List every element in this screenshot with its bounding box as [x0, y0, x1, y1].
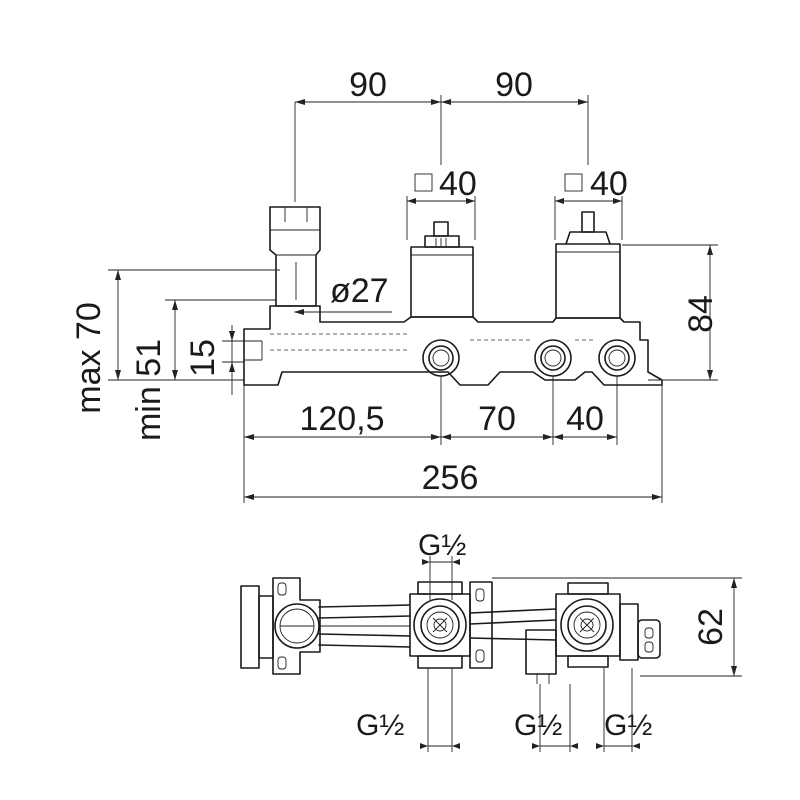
mounting-plate-left [240, 577, 321, 675]
height-84-dimension [622, 244, 718, 381]
square-symbol-right [564, 173, 583, 192]
max-70-dimension [108, 269, 280, 381]
cartridge-right [555, 211, 621, 319]
thread-bottom-dimensions [420, 668, 640, 752]
dimension-62: 62 [692, 608, 730, 646]
outlet-stem [269, 206, 321, 307]
depth-62-dimension [492, 577, 742, 677]
square-width-dimension [406, 196, 623, 240]
connecting-pipes [318, 604, 557, 648]
dimension-max-70: max 70 [70, 302, 108, 414]
front-view: 90 90 40 40 [70, 66, 720, 503]
outlet-circle [274, 603, 320, 649]
dimension-min-51: min 51 [130, 339, 168, 441]
dimension-square-40-right: 40 [590, 165, 628, 203]
dimension-diameter-27: ø27 [330, 272, 389, 310]
dimension-square-40-left: 40 [439, 165, 477, 203]
port-middle [534, 339, 572, 377]
thread-label-bottom-middle: G½ [514, 709, 562, 742]
thread-label-bottom-right: G½ [604, 709, 652, 742]
thread-label-top: G½ [418, 529, 466, 562]
dimension-90-right: 90 [495, 66, 533, 104]
square-symbol-left [414, 173, 433, 192]
plan-view: G½ [240, 529, 742, 752]
cartridge-left [410, 221, 474, 318]
min-51-dimension [165, 299, 276, 380]
dimension-84: 84 [682, 295, 720, 333]
dimension-120-5: 120,5 [299, 400, 384, 438]
dimension-70: 70 [478, 400, 516, 438]
valve-body [243, 305, 663, 386]
connector-block-middle [525, 629, 557, 684]
valve-block-right [555, 582, 661, 668]
dimension-256: 256 [422, 459, 479, 497]
valve-block-left [409, 581, 493, 669]
top-spacing-dimension [294, 95, 589, 202]
thread-top-dimension [422, 556, 460, 600]
dimension-15: 15 [184, 339, 222, 377]
dimension-90-left: 90 [349, 66, 387, 104]
dimension-40: 40 [566, 400, 604, 438]
offset-15-dimension [222, 325, 244, 395]
port-left [422, 339, 460, 377]
port-right [598, 339, 636, 377]
thread-label-bottom-left: G½ [356, 709, 404, 742]
overall-length-dimension [244, 494, 662, 500]
chain-dimension [243, 376, 663, 503]
